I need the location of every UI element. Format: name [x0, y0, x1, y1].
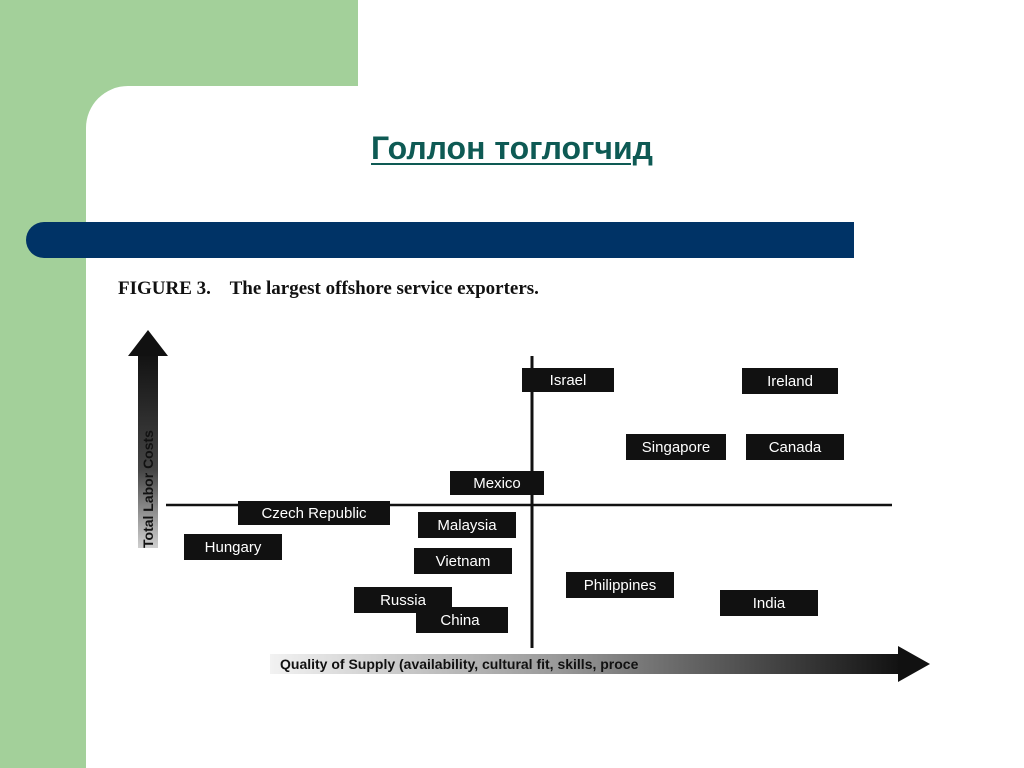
- country-box-singapore: Singapore: [626, 434, 726, 460]
- country-label: Hungary: [205, 539, 262, 556]
- country-box-hungary: Hungary: [184, 534, 282, 560]
- country-box-ireland: Ireland: [742, 368, 838, 394]
- figure-caption-text: The largest offshore service exporters.: [229, 278, 539, 299]
- slide-title: Голлон тоглогчид: [371, 130, 653, 166]
- country-label: Mexico: [473, 475, 521, 492]
- country-label: China: [440, 612, 480, 629]
- figure-label: FIGURE 3.: [118, 278, 211, 299]
- country-box-philippines: Philippines: [566, 572, 674, 598]
- y-axis-label: Total Labor Costs: [140, 430, 156, 548]
- country-box-vietnam: Vietnam: [414, 548, 512, 574]
- country-label: Canada: [769, 439, 822, 456]
- country-box-china: China: [416, 607, 508, 633]
- x-axis-arrow: [270, 646, 930, 682]
- figure-caption: FIGURE 3. The largest offshore service e…: [118, 278, 539, 300]
- country-box-israel: Israel: [522, 368, 614, 392]
- country-box-canada: Canada: [746, 434, 844, 460]
- x-axis-label: Quality of Supply (availability, cultura…: [280, 656, 639, 672]
- country-label: Israel: [550, 372, 587, 389]
- title-divider-bar: [26, 222, 854, 258]
- country-label: Malaysia: [437, 517, 497, 534]
- country-label: Vietnam: [436, 553, 491, 570]
- country-label: Russia: [380, 592, 427, 609]
- white-top-area: [358, 0, 1024, 86]
- y-axis-arrow: [128, 330, 168, 548]
- country-label: Singapore: [642, 439, 710, 456]
- country-label: India: [753, 595, 786, 612]
- country-label: Czech Republic: [261, 505, 367, 522]
- country-box-india: India: [720, 590, 818, 616]
- country-box-czech-republic: Czech Republic: [238, 501, 390, 525]
- country-box-mexico: Mexico: [450, 471, 544, 495]
- country-label: Ireland: [767, 373, 813, 390]
- country-label: Philippines: [584, 577, 657, 594]
- country-box-malaysia: Malaysia: [418, 512, 516, 538]
